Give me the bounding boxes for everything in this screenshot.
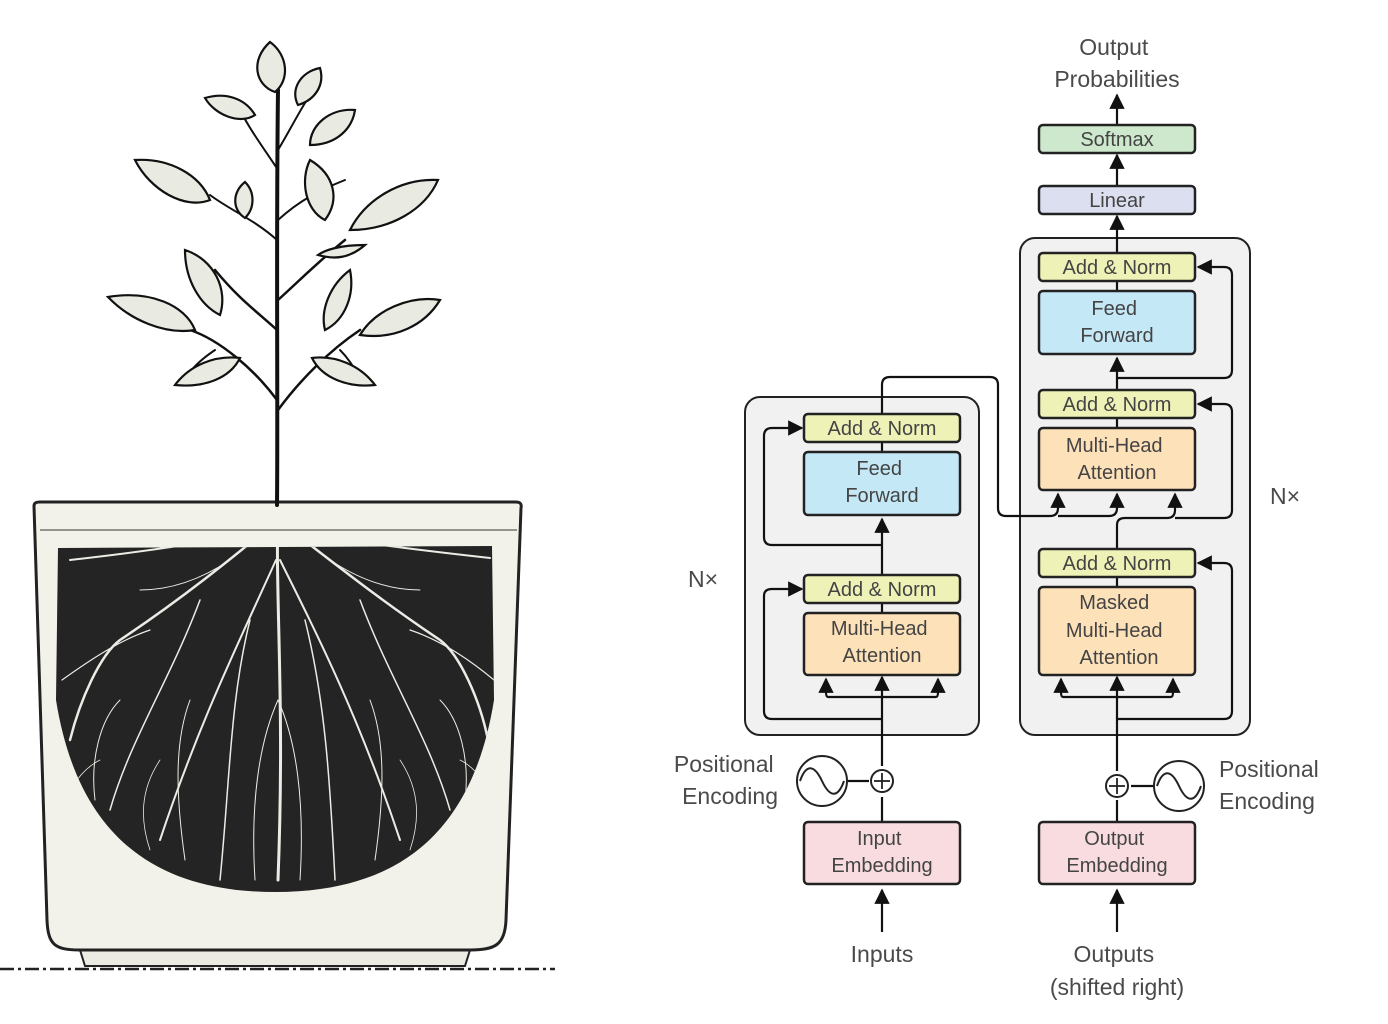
encoder-attention-label: Multi-Head Attention	[831, 618, 933, 667]
encoder-stack	[744, 396, 980, 736]
softmax-label: Softmax	[1080, 129, 1153, 151]
decoder-add-norm-bottom-label: Add & Norm	[1063, 553, 1172, 575]
encoder-feed-forward	[802, 450, 962, 517]
decoder-masked-attention-label: Masked Multi-Head Attention	[1066, 592, 1168, 669]
decoder-cross-attention	[1037, 426, 1197, 492]
encoder-add-norm-bottom	[802, 573, 962, 605]
decoder-positional-label: Positional Encoding	[1219, 756, 1325, 814]
encoder-repeat-label: N×	[688, 566, 718, 592]
output-embedding-label: Output Embedding	[1066, 828, 1167, 877]
outputs-shifted-label: Outputs (shifted right)	[1050, 941, 1184, 1000]
stem	[184, 88, 362, 507]
decoder-add-norm-bottom	[1037, 547, 1197, 579]
transformer-diagram: Output Probabilities	[674, 34, 1325, 1000]
inputs-label: Inputs	[851, 941, 914, 967]
encoder-add-norm-bottom-label: Add & Norm	[828, 579, 937, 601]
encoder-multi-head-attention	[802, 611, 962, 677]
output-embedding-block	[1037, 820, 1197, 886]
softmax-block	[1037, 123, 1197, 155]
decoder-add-norm-top	[1037, 251, 1197, 283]
decoder-cross-attention-label: Multi-Head Attention	[1066, 435, 1168, 484]
decoder-feed-forward-label: Feed Forward	[1080, 298, 1153, 347]
linear-block	[1037, 184, 1197, 216]
encoder-feed-forward-label: Feed Forward	[845, 458, 918, 507]
plant-illustration	[0, 40, 555, 971]
linear-label: Linear	[1089, 190, 1145, 212]
output-probabilities-label: Output Probabilities	[1054, 34, 1179, 92]
decoder-add-norm-mid-label: Add & Norm	[1063, 394, 1172, 416]
input-embedding-label: Input Embedding	[831, 828, 932, 877]
decoder-masked-attention	[1037, 585, 1197, 677]
connectors	[762, 93, 1234, 932]
decoder-positional-icon	[1153, 760, 1205, 812]
encoder-positional-label: Positional Encoding	[674, 751, 780, 809]
encoder-add-norm-top	[802, 412, 962, 444]
input-embedding-block	[802, 820, 962, 886]
soil	[56, 546, 494, 892]
leaves	[105, 40, 442, 387]
roots	[61, 546, 494, 882]
encoder-positional-icon	[796, 755, 848, 807]
decoder-repeat-label: N×	[1270, 483, 1300, 509]
decoder-add-norm-top-label: Add & Norm	[1063, 257, 1172, 279]
decoder-feed-forward	[1037, 289, 1197, 356]
encoder-add-norm-top-label: Add & Norm	[828, 418, 937, 440]
decoder-add-norm-mid	[1037, 388, 1197, 420]
